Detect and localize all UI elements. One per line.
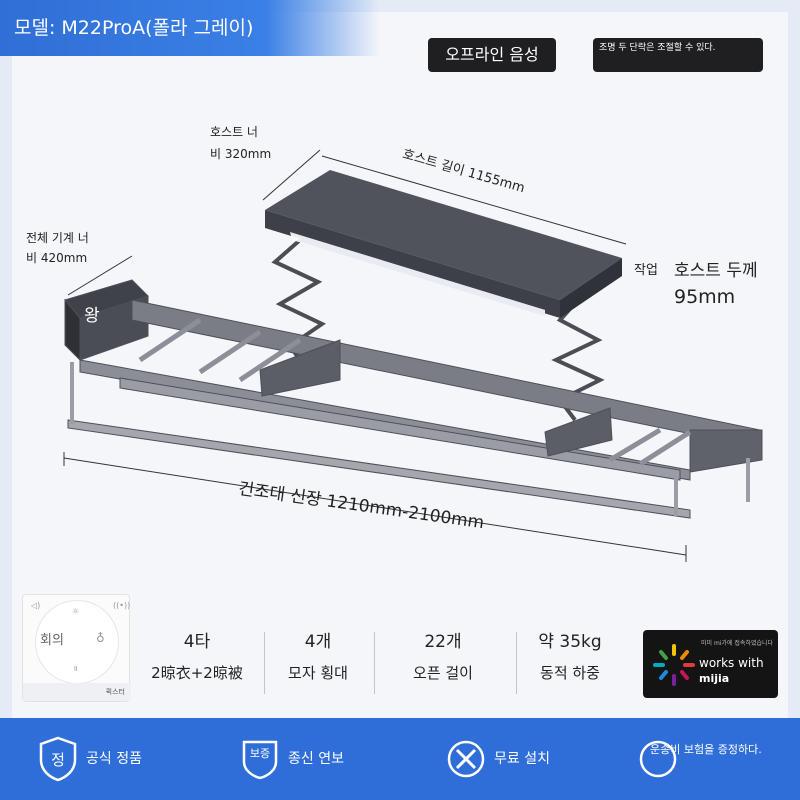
signal-icon: ((•)) bbox=[113, 601, 131, 610]
work-label: 작업 bbox=[634, 263, 658, 278]
stat-value: 22개 bbox=[424, 632, 462, 652]
benefits-bar: 정 공식 정품 보증 종신 연보 무료 설치 운송비 보험을 증정하다. bbox=[0, 718, 800, 800]
stat-item: 22개 오픈 걸이 bbox=[380, 628, 506, 690]
host-thickness-label: 호스트 두께 bbox=[674, 261, 758, 281]
remote-center-text: 회의 bbox=[40, 633, 64, 648]
benefit-item: 정 공식 정품 bbox=[38, 718, 208, 800]
bulb-icon: ♁ bbox=[96, 631, 105, 645]
benefit-label: 운송비 보험을 증정하다. bbox=[650, 743, 762, 756]
stat-desc: 동적 하중 bbox=[540, 664, 600, 682]
host-unit bbox=[265, 170, 622, 318]
stat-divider bbox=[516, 632, 517, 694]
offline-voice-badge: 오프라인 음성 bbox=[428, 38, 556, 72]
crossbars bbox=[138, 317, 692, 467]
remote-control-image: ◁) ((•)) ☼ 회의 ♁ ॥ 퀵스터 bbox=[22, 594, 131, 702]
light-icon: ☼ bbox=[72, 607, 80, 616]
pause-icon: ॥ bbox=[73, 664, 78, 673]
stat-desc: 오픈 걸이 bbox=[413, 664, 473, 682]
stat-item: 4타 2晾衣+2晾被 bbox=[138, 628, 256, 690]
benefit-label: 종신 연보 bbox=[288, 751, 344, 767]
remote-dial: ☼ 회의 ♁ ॥ bbox=[36, 601, 118, 683]
host-length-dimension-line bbox=[321, 155, 627, 245]
stat-item: 약 35kg 동적 하중 bbox=[520, 628, 620, 690]
lighting-note-badge: 조명 두 단락은 조절할 수 있다. bbox=[593, 38, 763, 72]
stat-divider bbox=[264, 632, 265, 694]
stat-divider bbox=[374, 632, 375, 694]
remote-footer: 퀵스터 bbox=[23, 683, 131, 701]
sound-icon: ◁) bbox=[31, 601, 41, 610]
mijia-brand-text: mijia bbox=[699, 672, 730, 685]
whole-width-dimension-line bbox=[67, 255, 133, 296]
warranty-badge-icon: 보증 bbox=[242, 740, 278, 780]
stat-desc: 2晾衣+2晾被 bbox=[151, 664, 243, 682]
stat-item: 4개 모자 횡대 bbox=[270, 628, 366, 690]
stat-value: 4개 bbox=[304, 632, 332, 652]
mijia-badge: 미미 mi가에 접속하였습니다 works with mijia bbox=[643, 630, 778, 698]
warranty-badge-text: 보증 bbox=[250, 747, 270, 760]
stat-value: 4타 bbox=[183, 632, 211, 652]
shipping-insurance-icon bbox=[639, 740, 677, 778]
side-rods bbox=[70, 362, 750, 516]
mijia-top-text: 미미 mi가에 접속하였습니다 bbox=[701, 640, 774, 647]
model-label: 모델: M22ProA(폴라 그레이) bbox=[0, 0, 380, 56]
benefit-item: 무료 설치 bbox=[446, 718, 616, 800]
host-width-label-line2: 비 320mm bbox=[210, 147, 272, 161]
tools-icon bbox=[447, 740, 485, 778]
benefit-label: 공식 정품 bbox=[86, 751, 142, 767]
stat-desc: 모자 횡대 bbox=[288, 664, 348, 682]
host-width-label-line1: 호스트 너 bbox=[210, 125, 258, 139]
side-mark: 왕 bbox=[84, 306, 100, 326]
benefit-label: 무료 설치 bbox=[494, 751, 550, 767]
whole-width-label-line1: 전체 기계 너 bbox=[26, 231, 89, 245]
whole-width-label-line2: 비 420mm bbox=[26, 251, 88, 265]
benefit-item: 보증 종신 연보 bbox=[240, 718, 410, 800]
rack-frame bbox=[64, 279, 763, 519]
works-with-text: works with bbox=[699, 656, 764, 670]
mijia-logo-icon bbox=[653, 644, 695, 686]
host-thickness-value: 95mm bbox=[674, 286, 736, 308]
shield-badge-text: 정 bbox=[51, 751, 65, 769]
host-width-dimension-line bbox=[262, 149, 321, 201]
rack-extension-dimension-line bbox=[63, 457, 687, 556]
stat-value: 약 35kg bbox=[538, 632, 602, 652]
shield-icon: 정 bbox=[39, 736, 77, 782]
benefit-item: 운송비 보험을 증정하다. bbox=[638, 718, 788, 800]
